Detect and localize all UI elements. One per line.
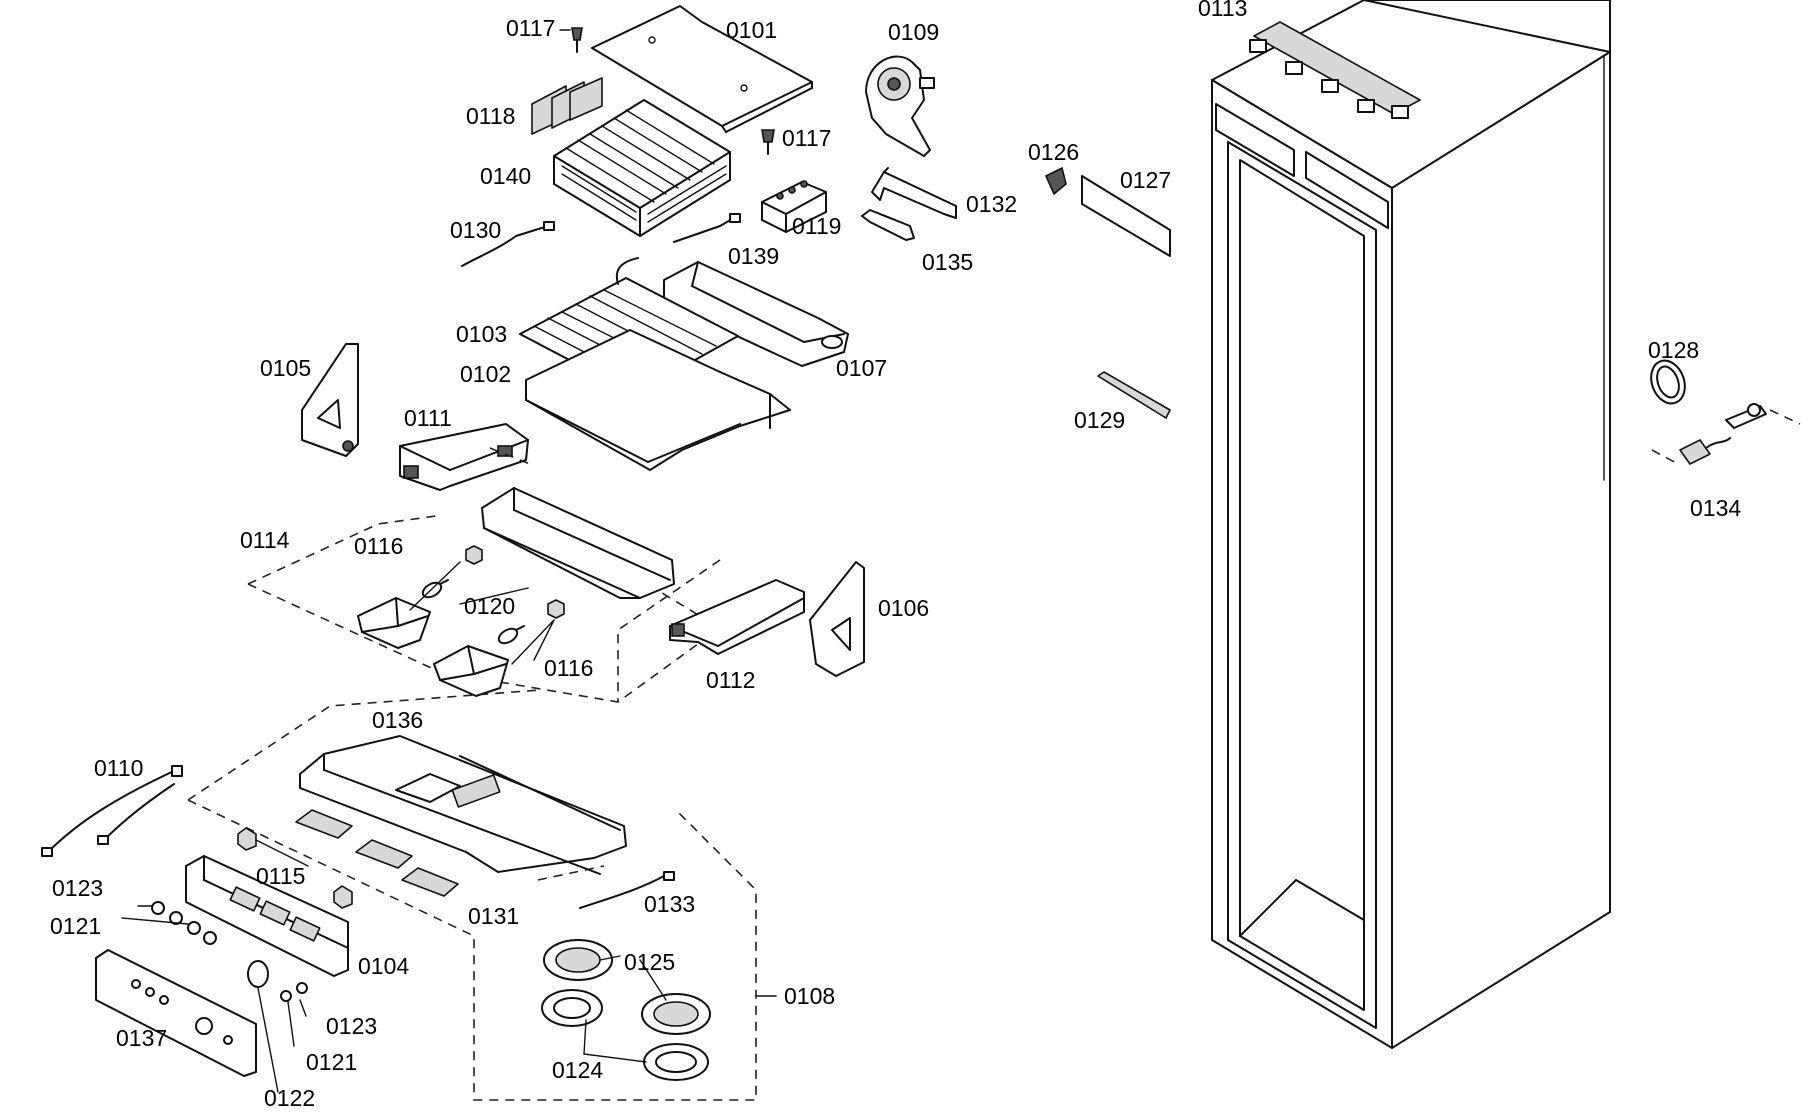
part-0112-bracket xyxy=(669,579,805,655)
part-0116-knob-1 xyxy=(465,545,483,565)
label-0119: 0119 xyxy=(792,213,841,239)
part-0137-facia xyxy=(95,949,257,1077)
label-0103: 0103 xyxy=(456,321,507,347)
label-0126: 0126 xyxy=(1028,139,1079,165)
part-0104-control-panel xyxy=(185,855,349,977)
part-0116-lamp-cover-2 xyxy=(433,645,509,697)
label-0110: 0110 xyxy=(94,755,143,781)
part-0117-clip-top xyxy=(571,27,583,53)
label-0117-top: 0117 xyxy=(506,15,555,41)
label-0120: 0120 xyxy=(464,593,515,619)
part-0129-rail xyxy=(1097,371,1171,419)
part-0124-ring-1 xyxy=(541,989,603,1027)
label-0102: 0102 xyxy=(460,361,511,387)
label-0112: 0112 xyxy=(706,667,755,693)
part-labels: 0117 0101 0109 0113 0118 0117 0140 0126 … xyxy=(50,0,1741,1111)
part-0140-evaporator xyxy=(553,99,731,237)
part-0136-chassis xyxy=(299,735,627,875)
part-0116-knob-2 xyxy=(547,599,565,619)
label-0108: 0108 xyxy=(784,983,835,1009)
cabinet-housing xyxy=(1211,0,1611,1049)
part-0116-lamp-cover-1 xyxy=(357,597,431,649)
label-0117-lower: 0117 xyxy=(782,125,831,151)
label-0107: 0107 xyxy=(836,355,887,381)
label-0105: 0105 xyxy=(260,355,311,381)
label-0113: 0113 xyxy=(1198,0,1247,21)
label-0106: 0106 xyxy=(878,595,929,621)
part-0120-bulb-2 xyxy=(497,625,525,645)
label-0116-bottom: 0116 xyxy=(544,655,593,681)
part-0135-strip xyxy=(861,209,915,241)
label-0116-top: 0116 xyxy=(354,533,403,559)
label-0140: 0140 xyxy=(480,163,531,189)
part-0127-panel xyxy=(1081,175,1171,257)
part-0134-lamp-socket xyxy=(1651,403,1801,465)
part-0102-tray xyxy=(525,329,791,471)
part-0130-cable xyxy=(461,221,555,267)
part-0108-assembly-outline xyxy=(187,689,757,1101)
part-0109-fan xyxy=(865,55,935,157)
label-0101: 0101 xyxy=(726,17,777,43)
label-0124: 0124 xyxy=(552,1057,603,1083)
label-0133: 0133 xyxy=(644,891,695,917)
label-0121-right: 0121 xyxy=(306,1049,357,1075)
label-0139: 0139 xyxy=(728,243,779,269)
part-0118-bracket xyxy=(531,77,603,135)
part-0133-sensor-cable xyxy=(579,871,675,909)
part-0128-ring xyxy=(1650,359,1686,405)
label-0131: 0131 xyxy=(468,903,519,929)
label-0137: 0137 xyxy=(116,1025,167,1051)
label-0134: 0134 xyxy=(1690,495,1741,521)
label-0121-left: 0121 xyxy=(50,913,101,939)
part-0115-knob xyxy=(237,827,257,851)
label-0136: 0136 xyxy=(372,707,423,733)
part-0132-handle xyxy=(871,167,957,219)
label-0104: 0104 xyxy=(358,953,409,979)
part-0115-knob-2 xyxy=(333,885,353,909)
part-0131-strip-2 xyxy=(355,839,413,869)
label-0122: 0122 xyxy=(264,1085,315,1111)
part-0121-button-right xyxy=(280,990,292,1002)
label-0129: 0129 xyxy=(1074,407,1125,433)
label-0123-left: 0123 xyxy=(52,875,103,901)
part-0119-relay xyxy=(761,180,827,233)
part-0131-strip-3 xyxy=(401,867,459,897)
label-0135: 0135 xyxy=(922,249,973,275)
label-0109: 0109 xyxy=(888,19,939,45)
part-0106-hinge xyxy=(809,561,865,677)
part-0117-clip-lower xyxy=(761,129,775,155)
part-0125-grommet-1 xyxy=(543,939,613,981)
part-0126-switch xyxy=(1044,166,1067,196)
top-control-bracket xyxy=(1249,21,1421,119)
part-0123-button-right xyxy=(296,982,308,994)
label-0118: 0118 xyxy=(466,103,515,129)
label-0114: 0114 xyxy=(240,527,290,553)
label-0127: 0127 xyxy=(1120,167,1171,193)
label-0125: 0125 xyxy=(624,949,675,975)
part-0105-hinge xyxy=(301,343,359,457)
label-0132: 0132 xyxy=(966,191,1017,217)
label-0115: 0115 xyxy=(256,863,305,889)
part-0114-light-housing-outline xyxy=(247,447,722,703)
part-0114-bracket xyxy=(481,487,675,599)
part-0110-wire-harness xyxy=(41,765,183,857)
part-0120-bulb-1 xyxy=(421,579,449,599)
part-0101-cover xyxy=(591,5,813,133)
part-0131-strip-1 xyxy=(295,809,353,839)
label-0123-right: 0123 xyxy=(326,1013,377,1039)
part-0122-dial xyxy=(247,960,269,988)
part-0123-button-left xyxy=(151,901,165,915)
part-0121-buttons-left xyxy=(169,911,217,945)
label-0128: 0128 xyxy=(1648,337,1699,363)
part-0125-grommet-2 xyxy=(641,993,711,1035)
part-0107-drain-duct xyxy=(663,261,849,367)
part-0111-bracket xyxy=(399,423,529,491)
label-0111: 0111 xyxy=(404,405,452,431)
leader-lines xyxy=(121,29,777,1093)
part-0124-ring-2 xyxy=(643,1043,709,1081)
label-0130: 0130 xyxy=(450,217,501,243)
part-0139-cable xyxy=(673,213,741,243)
